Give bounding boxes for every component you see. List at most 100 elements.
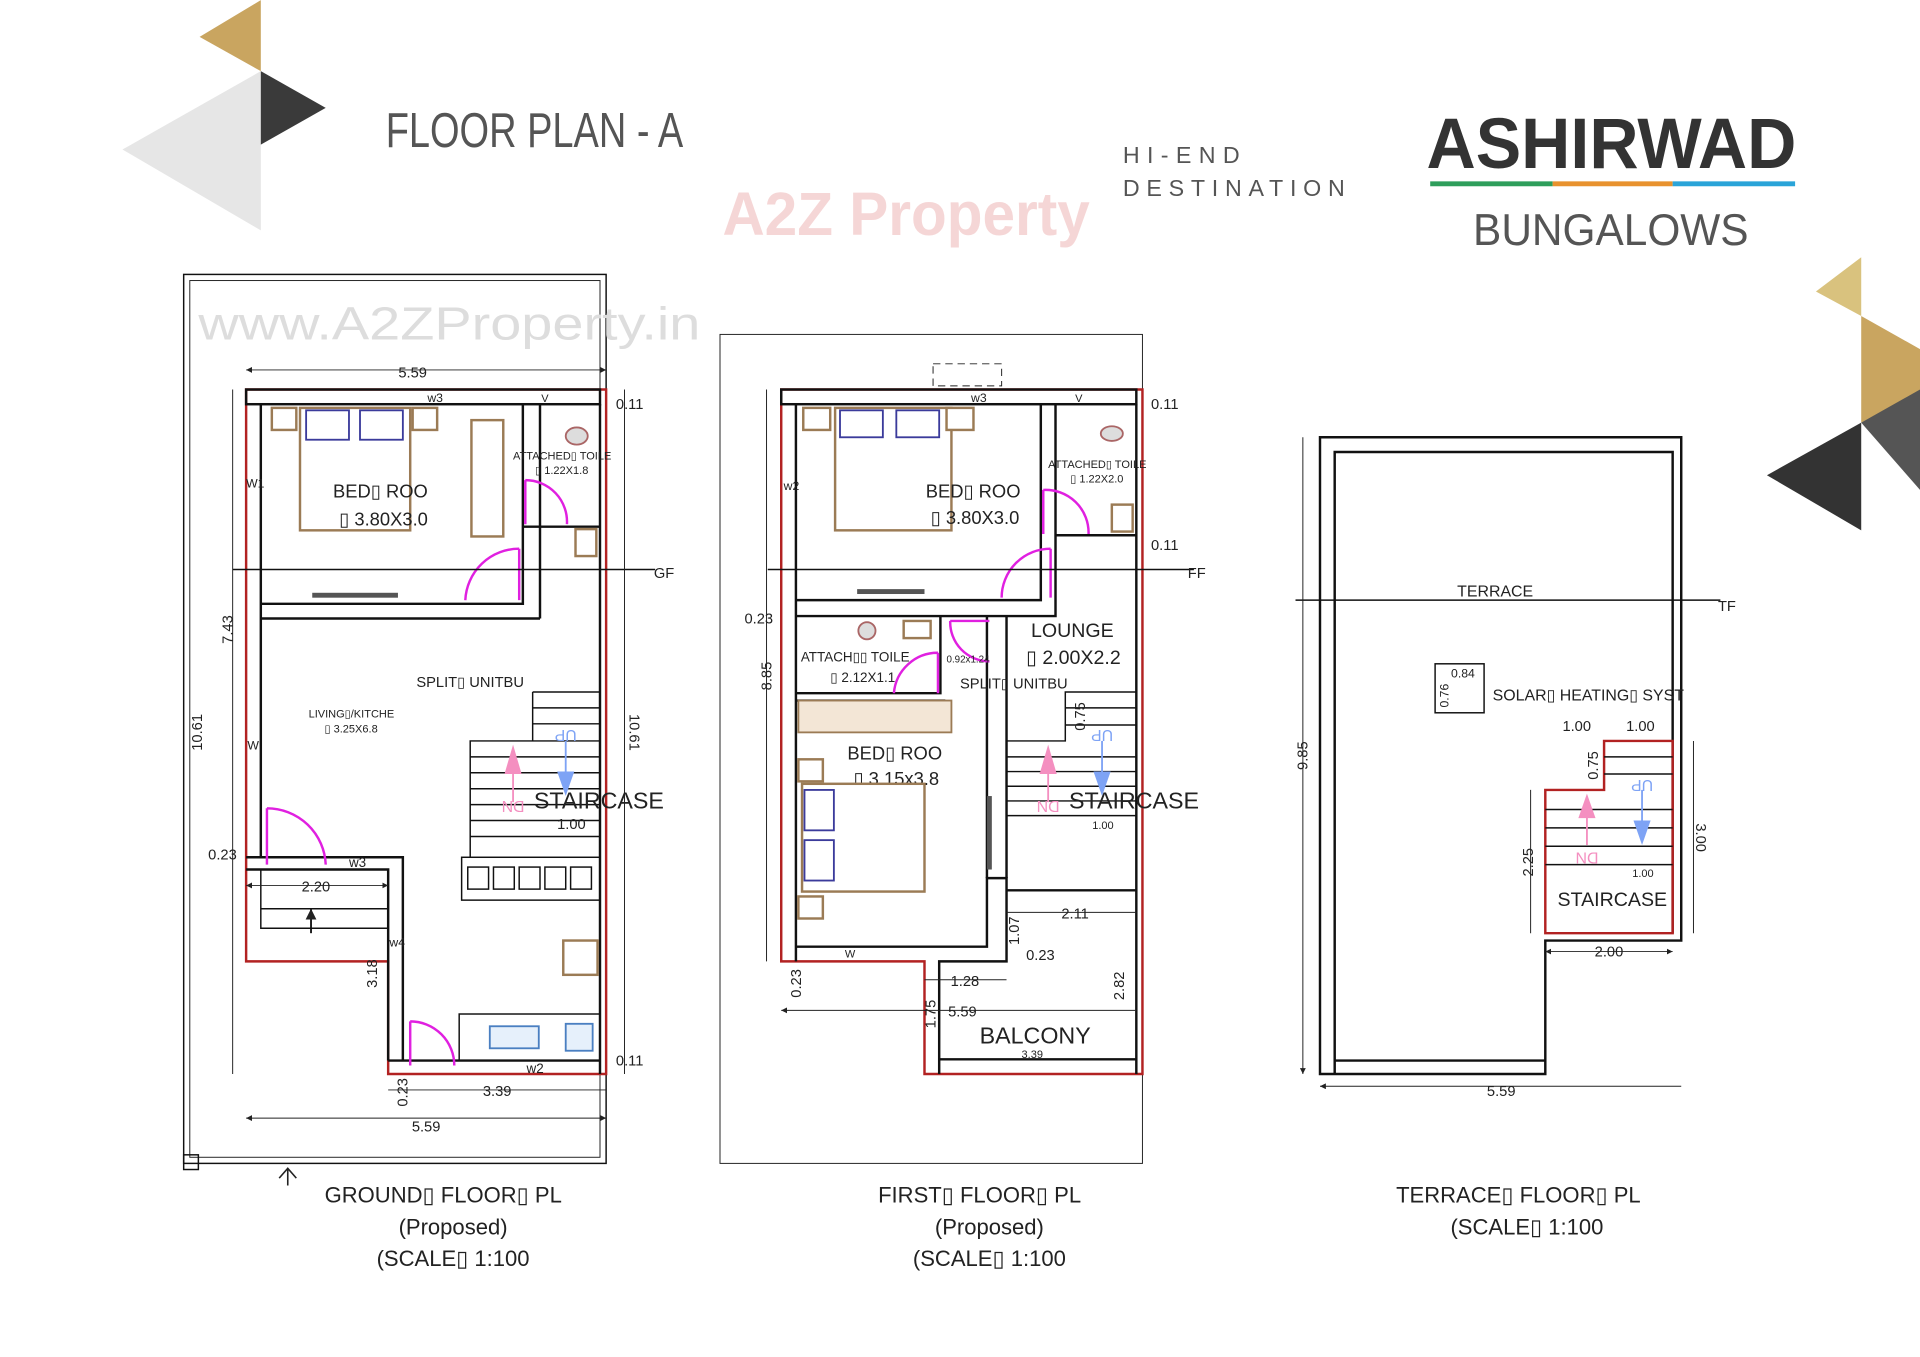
gf-dim-porch-depth: 3.18: [365, 959, 381, 988]
ff-dim-bottom-wall: 0.23: [789, 969, 805, 998]
tf-staircase-label: STAIRCASE: [1558, 889, 1668, 911]
first-floor-plan: BED▯ ROO ▯ 3.80X3.0 ATTACHED▯ TOILE ▯ 1.…: [719, 333, 1206, 1271]
ff-dn-label: DN: [1037, 797, 1060, 814]
gf-split-unit: SPLIT▯ UNITBU: [416, 675, 524, 691]
tf-caption-scale: (SCALE▯ 1:100: [1450, 1214, 1603, 1239]
ff-dim-balcony-in: 3.39: [1022, 1049, 1043, 1061]
ff-window-v: V: [1075, 393, 1083, 405]
tf-dim-width: 5.59: [1487, 1084, 1516, 1100]
ff-caption-title: FIRST▯ FLOOR▯ PL: [878, 1183, 1081, 1208]
gf-dim-right-total: 10.61: [625, 714, 641, 751]
gf-caption-scale: (SCALE▯ 1:100: [377, 1246, 530, 1271]
watermark-logo: A2Z Property: [722, 180, 1089, 248]
ff-toilet1-size: ▯ 1.22X2.0: [1070, 474, 1123, 486]
tf-dim-stair-step: 0.75: [1586, 751, 1602, 780]
ff-lounge-size: ▯ 2.00X2.2: [1026, 647, 1121, 669]
ff-window-w: W: [845, 949, 856, 961]
gf-dim-porch: 2.20: [302, 880, 331, 896]
gf-dim-bottom-wall: 0.23: [396, 1078, 412, 1107]
gf-dn-label: DN: [502, 797, 525, 814]
gf-bedroom-size: ▯ 3.80X3.0: [339, 508, 428, 529]
tagline-hi-end: HI-END: [1123, 142, 1247, 168]
tf-stair-inner: 1.00: [1632, 868, 1653, 880]
ff-balcony-label: BALCONY: [980, 1022, 1091, 1048]
ff-dim-v-small: 1.75: [924, 1000, 940, 1029]
gf-up-label: UP: [555, 726, 577, 743]
tf-dim-height: 9.85: [1296, 741, 1312, 770]
ground-floor-plan: www.A2ZProperty.in BED▯ ROO ▯ 3.80X3.0 A…: [182, 273, 700, 1271]
ff-bedroom2-label: BED▯ ROO: [847, 742, 942, 763]
gf-staircase-label: STAIRCASE: [534, 787, 664, 813]
gf-window-w2: w2: [526, 1061, 544, 1076]
tf-dim-stair-w: 2.00: [1595, 944, 1624, 960]
gf-living-size: ▯ 3.25X6.8: [324, 723, 377, 735]
gf-window-w1: W1: [246, 476, 265, 490]
ff-passage-size: 0.92x1.24: [947, 655, 991, 666]
gf-dim-top: 5.59: [398, 365, 427, 381]
ff-dim-d1: 1.07: [1007, 916, 1023, 945]
gf-window-w4: w4: [388, 936, 405, 950]
gf-entry-arrow-icon: [278, 1167, 297, 1186]
ff-dim-wall: 0.23: [744, 611, 773, 627]
gf-dim-left-total: 10.61: [190, 714, 206, 751]
ff-staircase-label: STAIRCASE: [1069, 787, 1199, 813]
ff-split-unit: SPLIT▯ UNITBU: [960, 676, 1068, 692]
brand-color-line: [1430, 181, 1796, 187]
gf-toilet-label: ATTACHED▯ TOILE: [513, 450, 611, 462]
tf-dim-stair-total: 3.00: [1692, 823, 1708, 852]
tf-caption-title: TERRACE▯ FLOOR▯ PL: [1396, 1183, 1641, 1208]
ff-bedroom1-label: BED▯ ROO: [926, 480, 1021, 501]
ff-dim-wall2: 0.23: [1026, 948, 1055, 964]
ff-level-marker: FF: [1188, 566, 1206, 582]
gf-window-v: V: [541, 393, 549, 405]
ff-toilet1-label: ATTACHED▯ TOILE: [1048, 459, 1146, 471]
ff-dim-gap-mid: 0.11: [1151, 538, 1179, 554]
tagline-destination: DESTINATION: [1123, 175, 1352, 201]
decor-triangles-right: [1766, 257, 1920, 531]
ff-window-w3: w3: [970, 391, 987, 405]
ff-dim-left-total: 8.85: [759, 662, 775, 691]
gf-living-label: LIVING▯/KITCHE: [309, 709, 395, 721]
gf-window-w3: w3: [426, 391, 443, 405]
ff-dim-total: 5.59: [948, 1004, 977, 1020]
tf-terrace-label: TERRACE: [1457, 583, 1533, 600]
tf-solar-width: 0.84: [1451, 666, 1475, 680]
brand-name: ASHIRWAD: [1427, 105, 1797, 184]
gf-level-marker: GF: [654, 566, 674, 582]
gf-stair-width: 1.00: [557, 817, 586, 833]
gf-dim-bottom-gap: 0.11: [616, 1053, 644, 1069]
ff-dim-balcony-off: 1.28: [951, 974, 980, 990]
ff-window-w2: w2: [783, 479, 800, 493]
tf-dim-stair-h: 2.25: [1521, 848, 1537, 877]
ff-toilet2-label: ATTACH▯▯ TOILE: [801, 649, 910, 664]
ff-stair-width: 1.00: [1092, 820, 1113, 832]
gf-dim-right-gap: 0.11: [616, 397, 644, 413]
gf-toilet-size: ▯ 1.22X1.8: [535, 465, 588, 477]
gf-caption-proposed: (Proposed): [399, 1214, 508, 1239]
gf-bedroom-label: BED▯ ROO: [333, 480, 428, 501]
gf-dim-wall: 0.23: [208, 848, 237, 864]
page-title: FLOOR PLAN - A: [386, 104, 684, 158]
gf-dim-bottom-inner: 3.39: [483, 1084, 512, 1100]
ff-dim-balcony-d: 2.82: [1112, 972, 1128, 1001]
tf-solar-height: 0.76: [1438, 684, 1452, 708]
tf-dim-stair-a: 1.00: [1562, 719, 1591, 735]
watermark-url: www.A2ZProperty.in: [197, 297, 700, 349]
ff-dim-stair-step: 0.75: [1073, 702, 1089, 731]
ff-dim-gap-top: 0.11: [1151, 397, 1179, 413]
gf-dim-left-part: 7.43: [221, 615, 237, 644]
gf-window-w3b: w3: [348, 855, 366, 870]
gf-window-w: W: [247, 739, 259, 753]
tf-dim-stair-b: 1.00: [1626, 719, 1655, 735]
ff-caption-proposed: (Proposed): [935, 1214, 1044, 1239]
ff-lounge-label: LOUNGE: [1031, 620, 1114, 642]
ff-dim-balcony-w: 2.11: [1061, 907, 1089, 923]
tf-solar-label: SOLAR▯ HEATING▯ SYST: [1493, 688, 1685, 705]
ff-bedroom1-size: ▯ 3.80X3.0: [931, 507, 1020, 528]
ff-up-label: UP: [1091, 726, 1113, 743]
ff-caption-scale: (SCALE▯ 1:100: [913, 1246, 1066, 1271]
decor-triangles-left: [122, 0, 326, 231]
tf-up-label: UP: [1631, 776, 1653, 793]
gf-caption-title: GROUND▯ FLOOR▯ PL: [325, 1183, 562, 1208]
